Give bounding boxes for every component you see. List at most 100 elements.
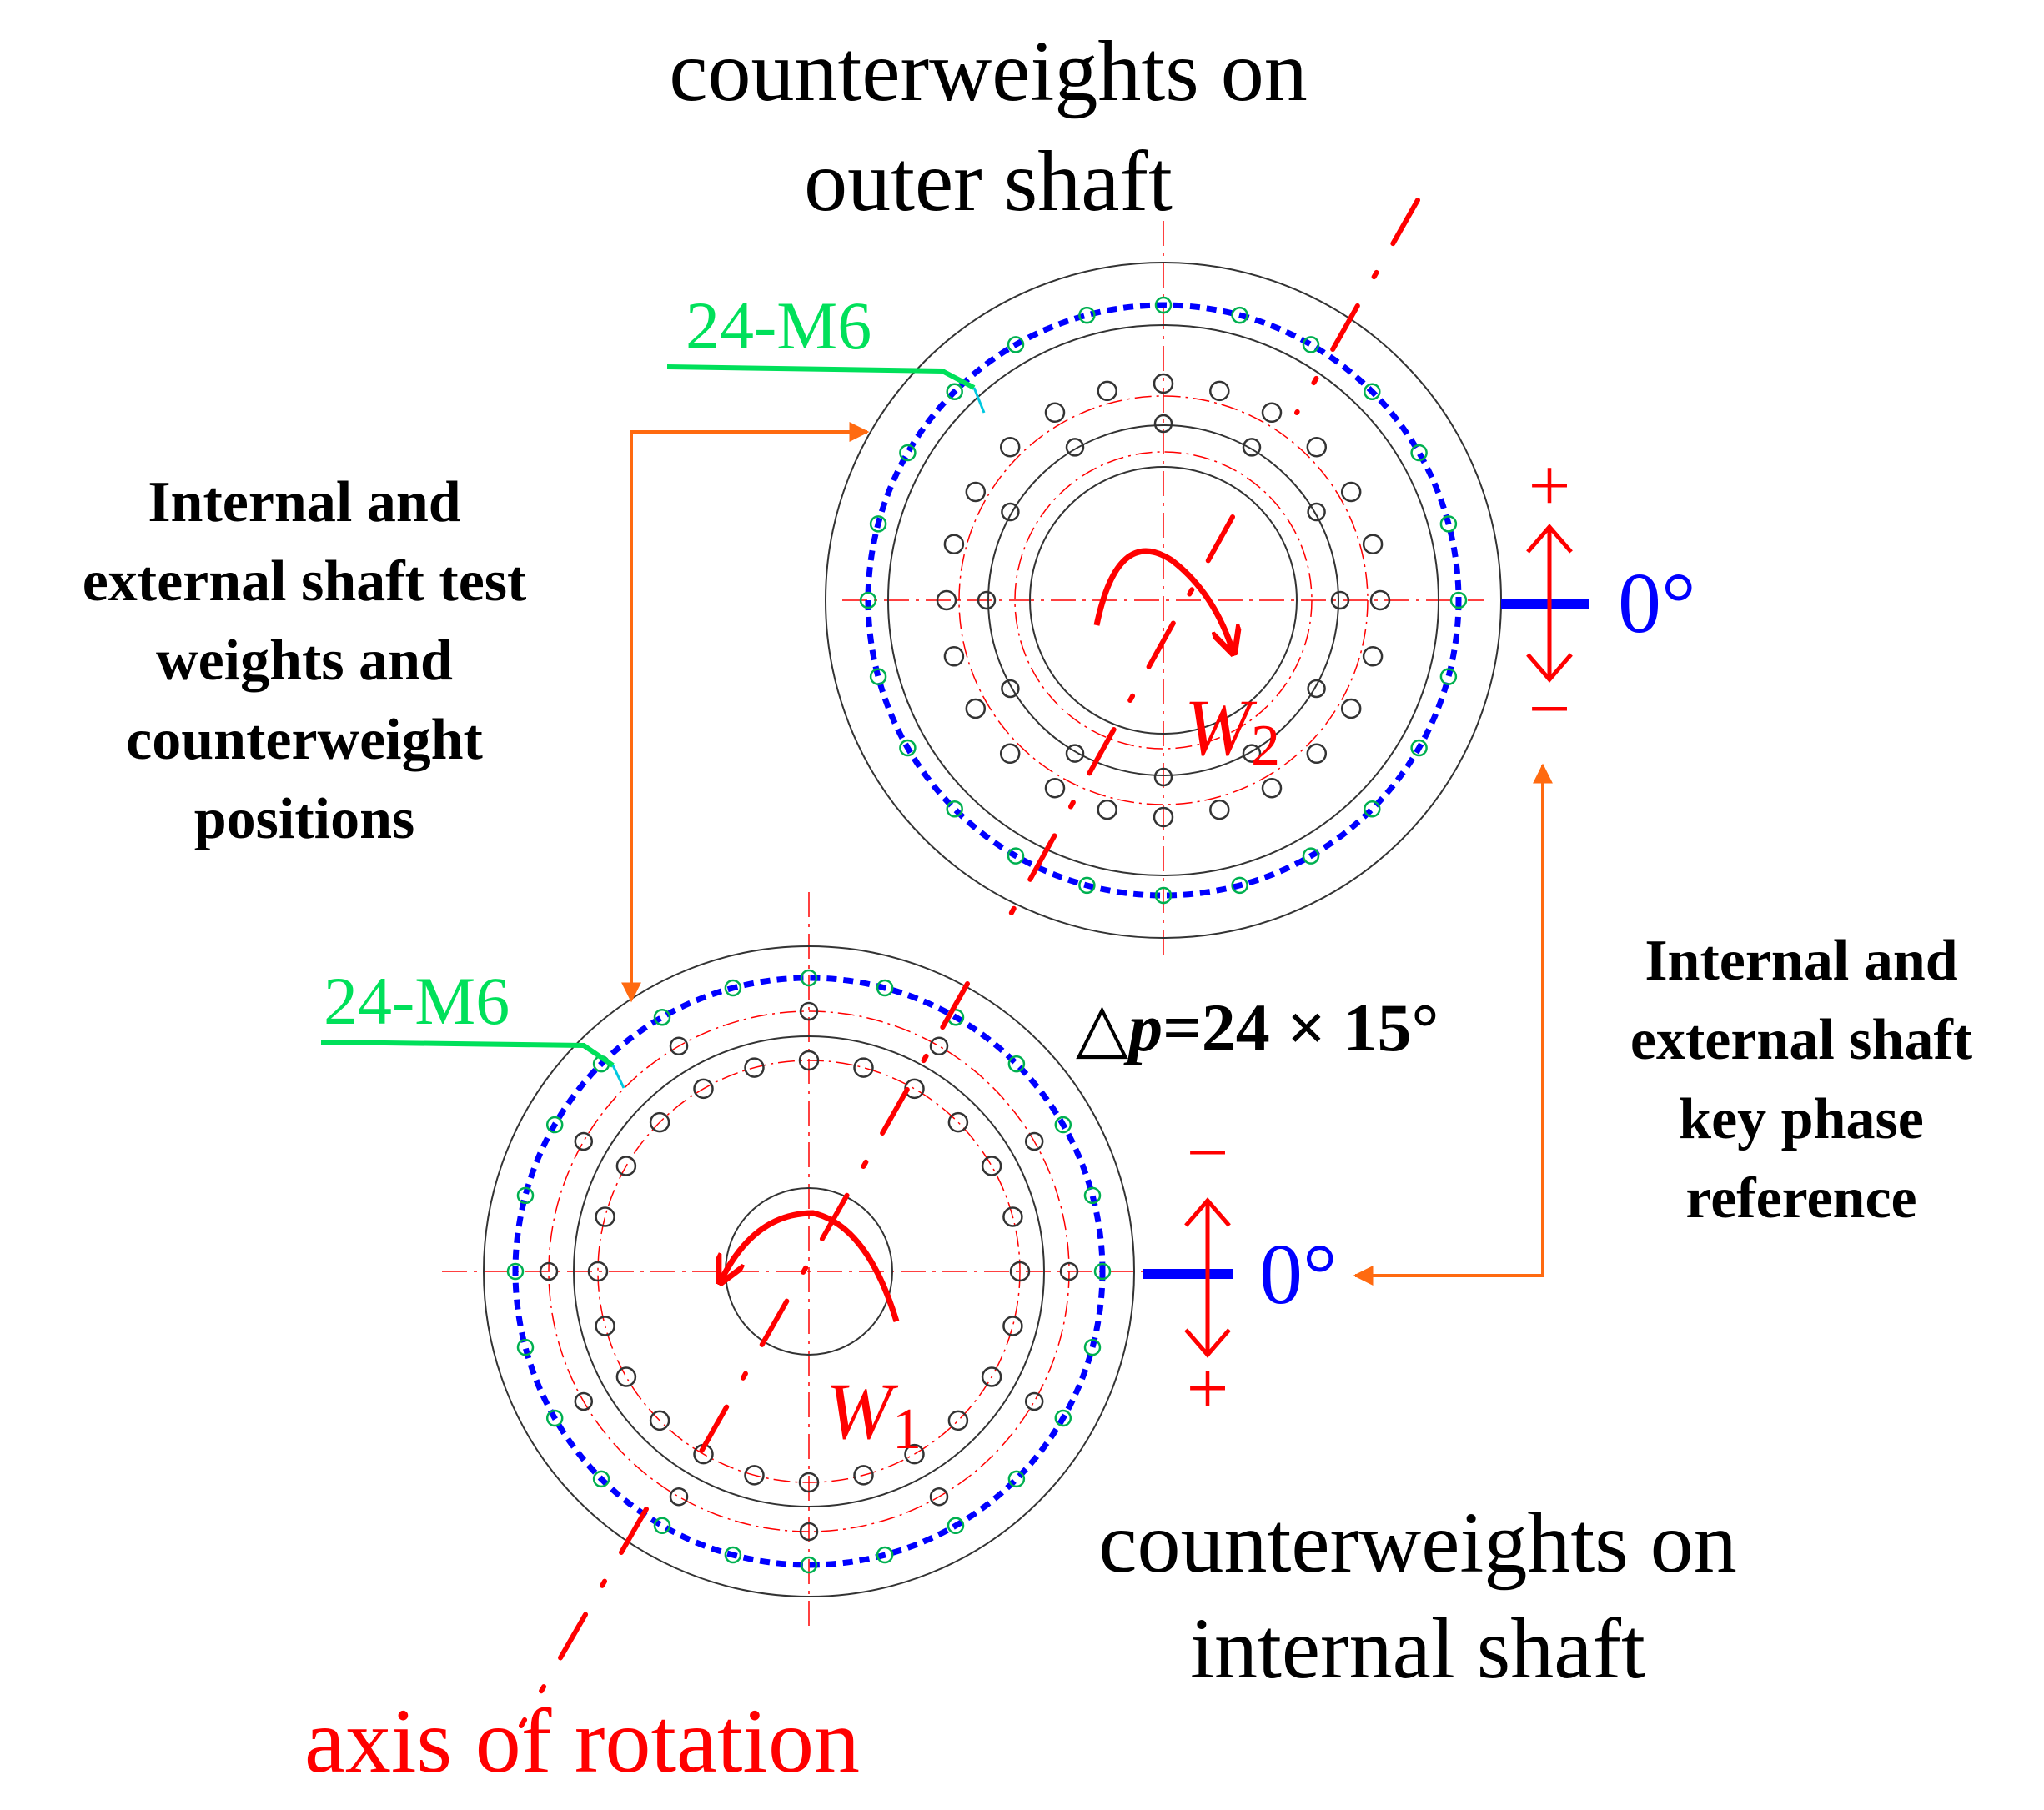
top-mid-hole-12 (936, 589, 957, 611)
bottom-inner-hole-2 (981, 1366, 1002, 1387)
bottom-outer-hole-11 (516, 1338, 535, 1356)
top-inner-hole-2 (1242, 744, 1262, 763)
bottom-mid-hole-9 (799, 1001, 819, 1021)
top-inner-hole-1 (1307, 679, 1326, 699)
axis-segment-bottom (519, 1507, 649, 1728)
top-outer-hole-11 (869, 668, 887, 685)
top-inner-hole-7 (1001, 502, 1020, 522)
top-outer-hole-19 (1231, 306, 1248, 324)
top-bolt-leader-tip (972, 387, 986, 414)
top-outer-hole-7 (1078, 876, 1096, 895)
bottom-pitch-circle-2 (597, 1060, 1021, 1483)
bottom-inner-hole-21 (947, 1111, 969, 1133)
w1-rotation-arrow (721, 1210, 900, 1323)
top-outer-hole-23 (1439, 515, 1458, 533)
bottom-inner-hole-11 (595, 1316, 615, 1336)
top-mid-hole-7 (1097, 799, 1117, 820)
bottom-mid-hole-11 (1024, 1131, 1044, 1151)
top-outer-hole-10 (899, 739, 917, 757)
bottom-counterweight-circle (512, 975, 1106, 1568)
right-note-line1: Internal and (1645, 929, 1957, 993)
bottom-outer-hole-9 (592, 1470, 610, 1488)
bottom-mid-hole-7 (574, 1131, 594, 1151)
top-mid-hole-23 (1362, 534, 1384, 554)
left-note: Internal and external shaft test weights… (83, 470, 527, 851)
top-outer-hole-4 (1302, 847, 1320, 865)
bottom-outer-hole-13 (516, 1186, 535, 1205)
bottom-outer-hole-7 (724, 1546, 742, 1564)
bottom-holes-mid (539, 1001, 1079, 1542)
bottom-outer-hole-6 (800, 1556, 818, 1574)
bottom-plus-sign: + (1187, 1347, 1229, 1430)
bottom-outer-hole-2 (1054, 1409, 1072, 1427)
top-mid-hole-9 (999, 743, 1021, 765)
w2-letter: W (1184, 683, 1258, 772)
top-mid-hole-8 (1044, 777, 1066, 799)
bottom-outer-hole-22 (1054, 1116, 1072, 1134)
top-mid-hole-19 (1209, 380, 1230, 402)
bottom-outer-hole-23 (1083, 1186, 1102, 1205)
left-note-line3: weights and (156, 629, 453, 693)
top-inner-hole-9 (1153, 414, 1173, 434)
delta-p-label: △p=24 × 15° (1076, 990, 1439, 1065)
bottom-mid-hole-8 (669, 1036, 689, 1056)
w1-subscript: 1 (892, 1397, 922, 1462)
top-outer-hole-14 (899, 444, 917, 462)
outer-title-line1: counterweights on (669, 23, 1307, 119)
top-holes-mid (936, 373, 1391, 828)
bottom-outer-hole-4 (947, 1517, 965, 1535)
top-outer-hole-15 (946, 383, 963, 400)
top-mid-hole-22 (1340, 481, 1362, 503)
top-mid-hole-14 (965, 481, 987, 503)
bottom-bolt-leader (320, 1040, 615, 1068)
bottom-pitch-circle (548, 1010, 1070, 1532)
test-weights-connector (621, 422, 870, 1003)
top-outer-hole-16 (1007, 336, 1025, 353)
delta-variable: p (1123, 990, 1163, 1065)
top-mid-hole-2 (1340, 698, 1362, 719)
top-inner-hole-3 (1153, 767, 1173, 787)
top-mid-hole-10 (965, 698, 987, 719)
inner-title-line1: counterweights on (1098, 1495, 1736, 1591)
outer-shaft-disc (825, 221, 1502, 959)
bottom-mid-hole-4 (669, 1487, 689, 1507)
top-mid-hole-21 (1306, 436, 1328, 458)
w1-label: W1 (826, 1366, 922, 1462)
bottom-mid-hole-0 (1059, 1261, 1079, 1281)
bottom-mid-hole-2 (929, 1487, 949, 1507)
bottom-pm-arrow-down (1184, 1328, 1231, 1358)
bottom-inner-hole-7 (744, 1465, 765, 1486)
left-note-line5: positions (194, 787, 415, 851)
bottom-inner-hole-15 (649, 1111, 670, 1133)
bottom-inner-hole-5 (853, 1465, 874, 1486)
bottom-inner-hole-4 (904, 1443, 925, 1465)
top-outer-hole-18 (1154, 296, 1173, 314)
zero-label-top: 0° (1618, 555, 1696, 651)
top-mid-hole-1 (1362, 646, 1384, 667)
top-inner-hole-8 (1065, 438, 1085, 457)
bottom-inner-hole-23 (1002, 1206, 1023, 1227)
top-outer-hole-9 (946, 800, 963, 818)
bottom-inner-hole-1 (1002, 1316, 1023, 1336)
bottom-inner-hole-12 (587, 1261, 609, 1282)
top-mid-hole-17 (1097, 380, 1117, 402)
top-key-phase-marker (1501, 524, 1589, 683)
bottom-ring-2 (573, 1035, 1045, 1507)
bottom-mid-hole-6 (539, 1261, 559, 1281)
bottom-inner-hole-10 (615, 1366, 637, 1387)
top-outer-hole-1 (1439, 668, 1458, 685)
bolt-spec-bottom: 24-M6 (324, 963, 510, 1039)
bottom-inner-hole-19 (853, 1057, 874, 1078)
top-inner-ring (1029, 466, 1298, 735)
axis-of-rotation-line (519, 198, 1420, 1728)
left-note-line4: counterweight (126, 708, 483, 772)
top-mid-hole-4 (1261, 777, 1283, 799)
bottom-outer-hole-1 (1083, 1338, 1102, 1356)
left-note-line1: Internal and (148, 470, 460, 534)
top-inner-hole-5 (1001, 679, 1020, 699)
top-mid-hole-0 (1369, 589, 1391, 611)
top-minus-sign: − (1529, 668, 1571, 750)
top-outer-hole-2 (1410, 739, 1428, 757)
bottom-inner-hole-6 (798, 1472, 820, 1493)
top-mid-hole-11 (943, 646, 965, 667)
